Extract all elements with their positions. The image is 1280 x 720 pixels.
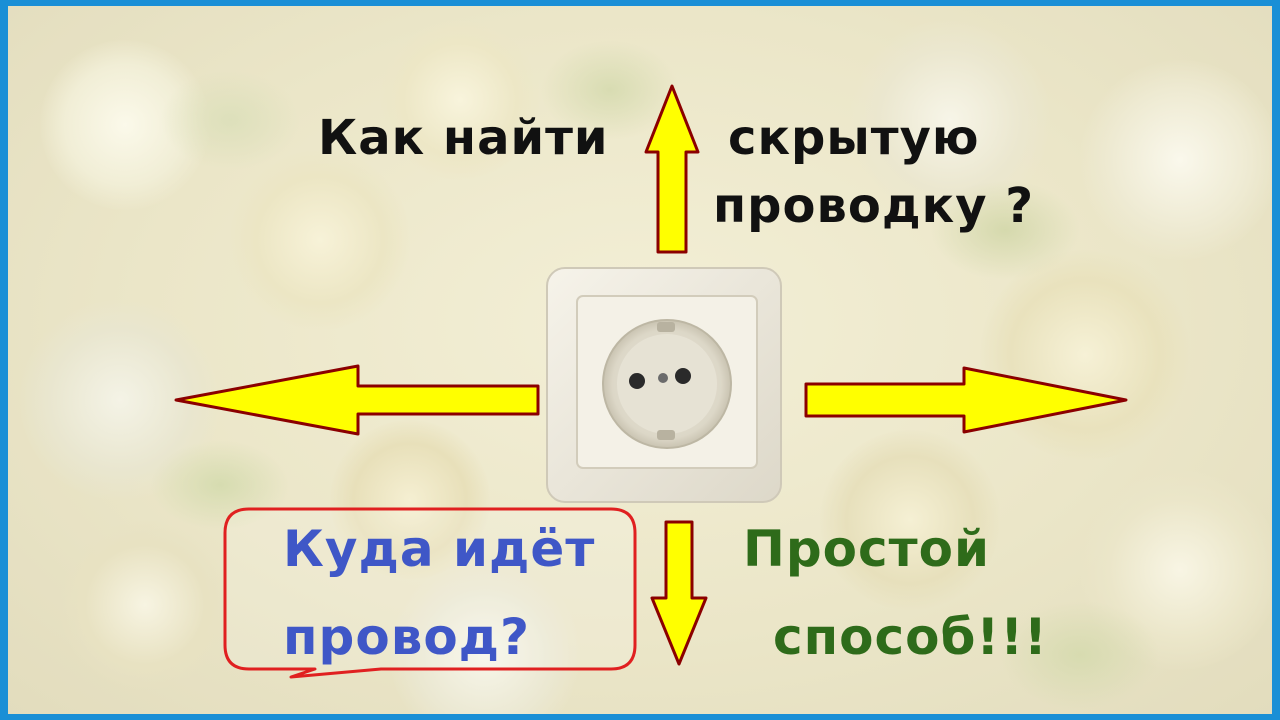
arrow-left-icon [174, 364, 540, 436]
power-socket-icon [546, 267, 782, 503]
green-text-line1: Простой [743, 520, 990, 578]
speech-bubble [223, 507, 637, 679]
arrow-up-icon [644, 84, 700, 254]
arrow-right-icon [804, 366, 1128, 434]
arrow-down-icon [650, 520, 708, 666]
green-text-line2: способ!!! [773, 608, 1048, 666]
title-text-part3: проводку ? [713, 178, 1035, 234]
bubble-text-line2: провод? [283, 608, 531, 666]
title-text-part2: скрытую [728, 110, 980, 166]
title-text-part1: Как найти [318, 110, 609, 166]
bubble-text-line1: Куда идёт [283, 520, 596, 578]
